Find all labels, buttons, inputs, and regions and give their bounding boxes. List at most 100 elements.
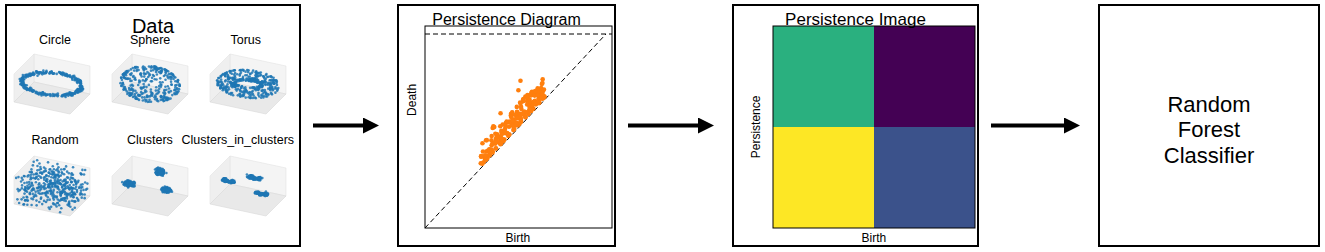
data-point: [124, 182, 127, 185]
data-point: [163, 93, 166, 96]
data-point: [161, 171, 164, 174]
data-point: [254, 191, 257, 194]
data-point: [130, 184, 133, 187]
data-point: [26, 196, 29, 199]
data-point: [163, 100, 166, 103]
data-point: [227, 77, 230, 80]
data-point: [158, 170, 161, 173]
data-point: [48, 168, 51, 171]
data-point: [159, 99, 162, 102]
data-point: [126, 71, 129, 74]
data-point: [155, 69, 158, 72]
data-point: [132, 90, 135, 93]
data-point: [132, 75, 135, 78]
data-point: [251, 86, 254, 89]
data-point: [28, 193, 31, 196]
data-point: [216, 82, 219, 85]
data-point: [142, 83, 145, 86]
data-point: [229, 71, 232, 74]
data-point: [141, 96, 144, 99]
data-point: [252, 94, 255, 97]
data-point: [178, 84, 181, 87]
data-point: [241, 91, 244, 94]
data-point: [238, 93, 241, 96]
data-point: [74, 180, 77, 183]
data-point: [64, 193, 67, 196]
data-point: [17, 190, 20, 193]
data-point: [123, 181, 126, 184]
data-point: [232, 180, 235, 183]
data-point: [40, 198, 43, 201]
data-point: [161, 172, 164, 175]
data-point: [155, 86, 158, 89]
data-point: [164, 74, 167, 77]
data-point: [31, 90, 34, 93]
data-point: [273, 82, 276, 85]
data-point: [261, 80, 264, 83]
data-point: [32, 164, 35, 167]
data-point: [232, 82, 235, 85]
data-point: [77, 91, 80, 94]
data-point: [55, 73, 58, 76]
data-point: [35, 181, 38, 184]
data-point: [20, 83, 23, 86]
data-point: [40, 184, 43, 187]
data-point: [260, 96, 263, 99]
data-point: [27, 174, 30, 177]
data-point: [219, 87, 222, 90]
data-point: [29, 86, 32, 89]
data-point: [137, 84, 140, 87]
data-point: [239, 78, 242, 81]
data-point: [63, 197, 66, 200]
data-point: [129, 77, 132, 80]
data-point: [59, 195, 62, 198]
data-point: [122, 85, 125, 88]
data-point: [22, 203, 25, 206]
data-point: [84, 181, 87, 184]
data-point: [68, 188, 71, 191]
data-point: [249, 73, 252, 76]
axis-pane: [112, 184, 188, 216]
data-point: [69, 205, 72, 208]
data-point: [29, 178, 32, 181]
data-point: [52, 202, 55, 205]
data-point: [36, 165, 39, 168]
data-point: [151, 77, 154, 80]
data-point: [32, 71, 35, 74]
data-point: [28, 183, 31, 186]
data-point: [81, 193, 84, 196]
data-point: [45, 201, 48, 204]
data-point: [49, 187, 52, 190]
data-point: [260, 74, 263, 77]
data-point: [232, 180, 235, 183]
data-point: [53, 198, 56, 201]
data-point: [63, 197, 66, 200]
data-point: [168, 191, 171, 194]
data-point: [144, 80, 147, 83]
data-point: [260, 84, 263, 87]
data-point: [254, 192, 257, 195]
data-point: [31, 90, 34, 93]
data-point: [272, 82, 275, 85]
data-point: [65, 200, 68, 203]
data-point: [158, 169, 161, 172]
data-point: [163, 96, 166, 99]
data-point: [232, 180, 235, 183]
data-point: [275, 79, 278, 82]
data-point: [35, 176, 38, 179]
data-point: [127, 91, 130, 94]
data-point: [21, 184, 24, 187]
data-point: [232, 78, 235, 81]
data-point: [57, 185, 60, 188]
data-point: [272, 88, 275, 91]
data-point: [256, 79, 259, 82]
data-point: [66, 176, 69, 179]
data-point: [224, 180, 227, 183]
data-point: [232, 78, 235, 81]
data-point: [17, 176, 20, 179]
data-point: [227, 86, 230, 89]
data-point: [143, 73, 146, 76]
scatter-3d: [210, 156, 286, 216]
data-point: [178, 85, 181, 88]
data-point: [160, 95, 163, 98]
